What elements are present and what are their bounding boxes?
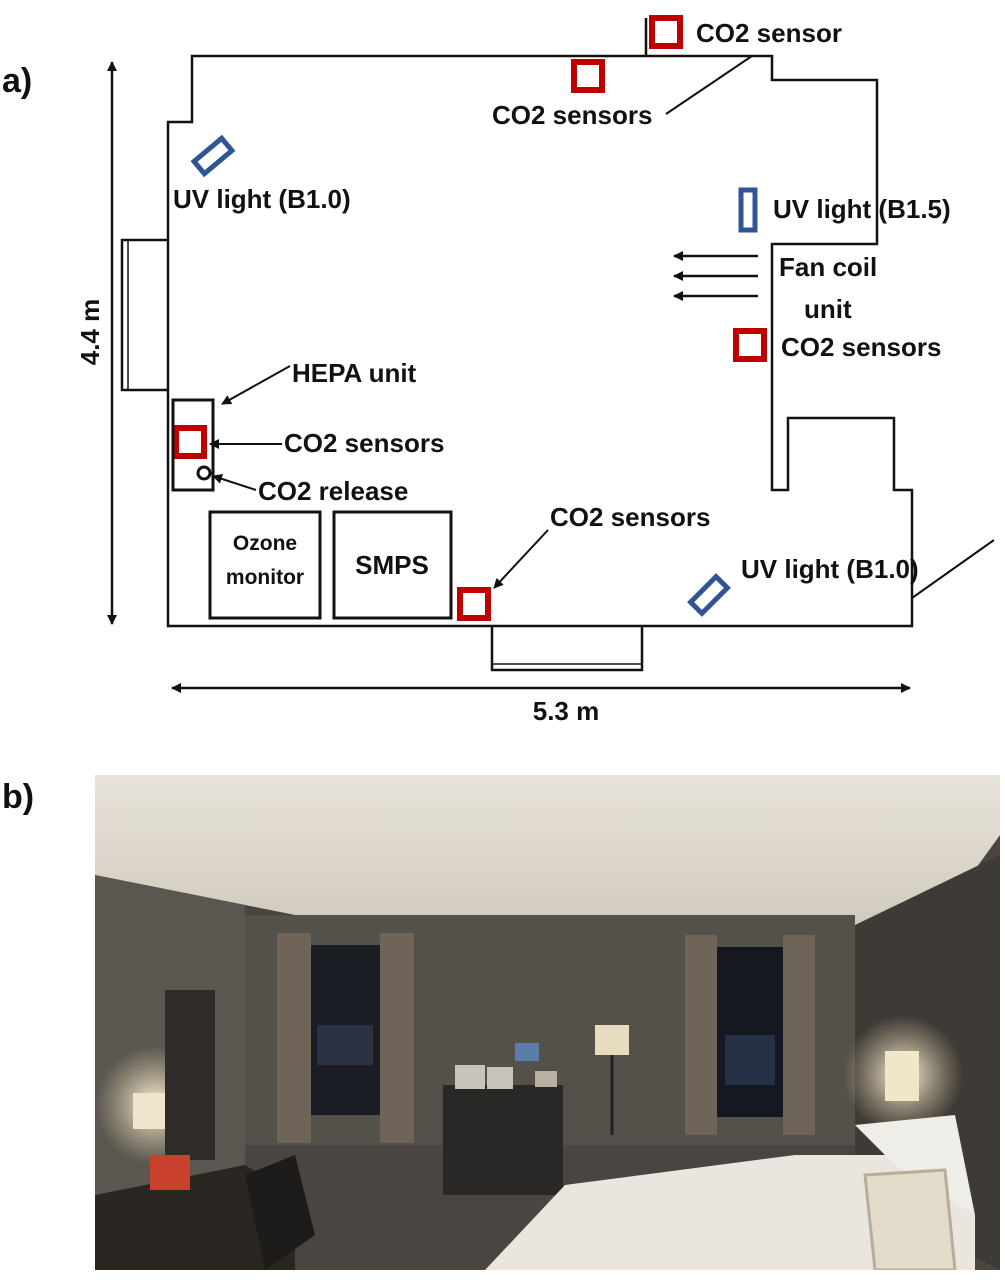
hepa-leader-arrow (221, 365, 291, 405)
co2-sensors-bottom-leader-arrow (493, 529, 549, 589)
ozone-monitor-label-line1: Ozone (233, 532, 297, 555)
co2-sensor-top-right-label: CO2 sensor (696, 18, 842, 48)
uv-light-bottom-label: UV light (B1.0) (741, 554, 919, 584)
co2-release-leader-arrow (212, 474, 257, 491)
co2-release-point (196, 465, 212, 481)
ozone-monitor-label-line2: monitor (226, 566, 304, 589)
bottom-window-bay (490, 626, 644, 672)
co2-sensor-right (733, 328, 767, 362)
co2-sensor-left (173, 425, 207, 459)
fan-coil-label-line2: unit (804, 294, 852, 324)
door-line (911, 539, 995, 599)
width-dimension-label: 5.3 m (533, 696, 600, 726)
room-outline (166, 54, 914, 628)
co2-release-label: CO2 release (258, 476, 408, 506)
co2-sensors-top-leader (665, 55, 753, 115)
co2-sensor-top (571, 59, 605, 93)
hepa-unit-label: HEPA unit (292, 358, 417, 388)
ozone-monitor-box (208, 510, 322, 620)
floor-plan-diagram: a) 4.4 m 5.3 m CO2 sensor CO2 sensors UV… (2, 15, 995, 726)
uv-light-right-label: UV light (B1.5) (773, 194, 951, 224)
co2-sensors-right-label: CO2 sensors (781, 332, 941, 362)
co2-sensors-left-label: CO2 sensors (284, 428, 444, 458)
left-window-bay (120, 238, 168, 392)
uv-light-left-label: UV light (B1.0) (173, 184, 351, 214)
smps-label: SMPS (355, 550, 429, 580)
height-dimension-label: 4.4 m (75, 299, 105, 366)
hotel-room-panorama-photo (95, 775, 1000, 1270)
panel-b-label: b) (2, 778, 35, 816)
co2-sensors-top-label: CO2 sensors (492, 100, 652, 130)
co2-sensors-bottom-label: CO2 sensors (550, 502, 710, 532)
uv-light-left (190, 134, 236, 178)
co2-sensor-top-right (649, 15, 683, 49)
smps-box (332, 510, 453, 620)
panel-a-label: a) (2, 62, 32, 100)
uv-light-bottom (687, 573, 731, 617)
uv-light-right (738, 187, 758, 233)
co2-sensor-bottom (457, 587, 491, 621)
fan-coil-label-line1: Fan coil (779, 252, 877, 282)
